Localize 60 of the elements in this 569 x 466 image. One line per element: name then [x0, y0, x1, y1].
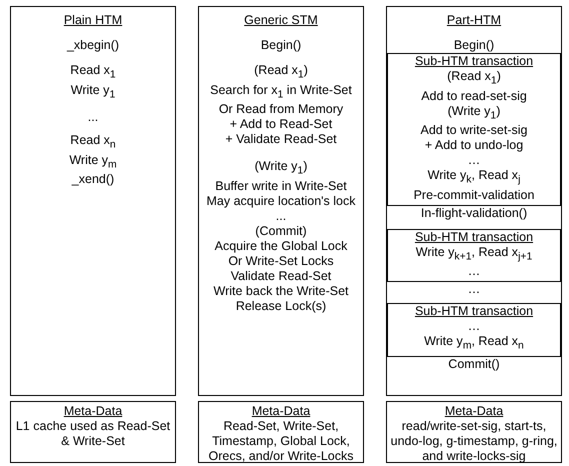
sub-transaction-box [387, 303, 561, 356]
text-line: Write y$_{k}$, Read x$_{j}$ [428, 168, 520, 188]
text-line: … [468, 264, 480, 279]
text-line: read/write-set-sig, start-ts, undo-log, g-timestamp, g-ring, and write-locks-sig [390, 419, 558, 464]
text-line: Add to read-set-sig [421, 88, 527, 104]
text-line: _xend() [72, 172, 114, 187]
heading: Sub-HTM transaction [414, 304, 534, 319]
text-line: … [468, 153, 480, 168]
text-line: Validate Read-Set [230, 268, 332, 284]
text-line: + Add to Read-Set [230, 117, 332, 132]
heading: Meta-Data [252, 404, 310, 419]
text-line: Or Read from Memory [218, 102, 344, 117]
metadata-box [10, 401, 176, 463]
heading: Plain HTM [64, 13, 122, 28]
text-line: … [468, 319, 480, 334]
text-line: _xbegin() [66, 38, 120, 53]
text-line: Read-Set, Write-Set, Timestamp, Global Lock, Orecs, and/or Write-Locks [208, 419, 354, 464]
text-line: L1 cache used as Read-Set & Write-Set [14, 419, 172, 449]
metadata-box [386, 401, 562, 463]
text-line: ... [88, 110, 98, 125]
text-line: Read x$_{n}$ [70, 133, 116, 152]
text-line: (Read x$_{1}$) [447, 69, 501, 88]
text-line: In-flight-validation() [420, 206, 528, 220]
text-line: Read x$_{1}$ [70, 63, 116, 82]
text-line: Add to write-set-sig [420, 123, 528, 138]
text-line: Release Lock(s) [236, 298, 326, 314]
heading: Generic STM [244, 13, 318, 28]
text-line: Write y$_{m}$, Read x$_{n}$ [424, 334, 524, 354]
text-line: + Add to undo-log [424, 138, 524, 153]
column-panel [198, 6, 364, 396]
sub-transaction-box [387, 228, 561, 282]
text-line: Write y$_{k+1}$, Read x$_{j+1}$ [416, 244, 532, 264]
heading: Sub-HTM transaction [414, 54, 534, 69]
text-line: (Read x$_{1}$) [254, 63, 308, 82]
metadata-box [198, 401, 364, 463]
text-line: (Commit) [255, 224, 307, 238]
column-panel [10, 6, 176, 396]
text-line: (Write y$_{1}$) [448, 104, 500, 123]
heading: Meta-Data [444, 404, 504, 419]
column-panel [386, 6, 562, 396]
text-line: + Validate Read-Set [225, 132, 337, 147]
text-line: Write y$_{m}$ [69, 152, 117, 172]
text-line: Write back the Write-Set [214, 284, 348, 298]
heading: Sub-HTM transaction [414, 230, 534, 244]
text-line: Commit() [448, 356, 500, 372]
heading: Meta-Data [64, 404, 122, 419]
text-line: Pre-commit-validation [414, 188, 534, 202]
text-line: ... [276, 208, 286, 224]
text-line: Acquire the Global Lock [214, 238, 348, 254]
text-line: Write y$_{1}$ [70, 82, 116, 102]
heading: Part-HTM [446, 13, 502, 28]
text-line: Begin() [260, 38, 302, 53]
text-line: Or Write-Set Locks [228, 254, 334, 268]
text-line: Begin() [454, 38, 494, 53]
text-line: … [468, 282, 480, 297]
sub-transaction-box [387, 53, 561, 206]
text-line: (Write y$_{1}$) [254, 159, 308, 178]
text-line: Search for x$_{1}$ in Write-Set [210, 82, 352, 102]
text-line: May acquire location's lock [206, 194, 356, 208]
text-line: Buffer write in Write-Set [215, 178, 347, 194]
